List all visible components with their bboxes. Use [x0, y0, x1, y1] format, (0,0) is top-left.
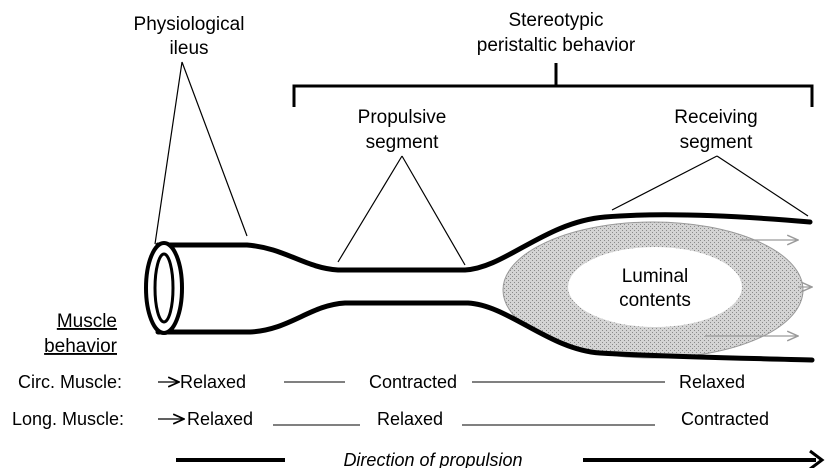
muscle-behavior-heading-line1: Muscle — [57, 311, 117, 332]
circ-muscle-label: Circ. Muscle: — [18, 372, 122, 392]
luminal-contents-label-line1: Luminal — [622, 266, 689, 287]
propulsive-segment-label-line1: Propulsive — [358, 107, 447, 128]
peristaltic-bracket — [292, 63, 814, 107]
propulsive-pointer-lines — [337, 155, 466, 266]
stereotypic-label-line1: Stereotypic — [508, 10, 603, 31]
tube-opening-outer — [144, 241, 184, 335]
long-muscle-label: Long. Muscle: — [12, 409, 124, 429]
tube-upper-wall — [155, 212, 813, 273]
circ-contracted: Contracted — [369, 372, 457, 392]
receiving-pointer-lines — [611, 155, 809, 217]
direction-label: Direction of propulsion — [343, 450, 522, 468]
circ-relaxed-1: Relaxed — [180, 372, 246, 392]
receiving-segment-label-line2: segment — [680, 132, 754, 153]
luminal-contents-label-line2: contents — [619, 290, 691, 311]
stereotypic-label-line2: peristaltic behavior — [477, 35, 636, 56]
physiological-ileus-label-line2: ileus — [169, 38, 208, 59]
receiving-segment-label-line1: Receiving — [674, 107, 757, 128]
propulsive-segment-label-line2: segment — [366, 132, 440, 153]
luminal-contents-core — [568, 247, 742, 327]
muscle-behavior-heading-line2: behavior — [44, 336, 118, 357]
long-relaxed-1: Relaxed — [187, 409, 253, 429]
ileus-pointer-lines — [154, 61, 248, 245]
long-relaxed-2: Relaxed — [377, 409, 443, 429]
tube-lower-wall — [155, 300, 815, 363]
physiological-ileus-label-line1: Physiological — [134, 14, 245, 35]
circ-relaxed-2: Relaxed — [679, 372, 745, 392]
tube-opening-inner — [153, 252, 175, 324]
direction-arrowhead — [809, 449, 825, 468]
long-contracted: Contracted — [681, 409, 769, 429]
